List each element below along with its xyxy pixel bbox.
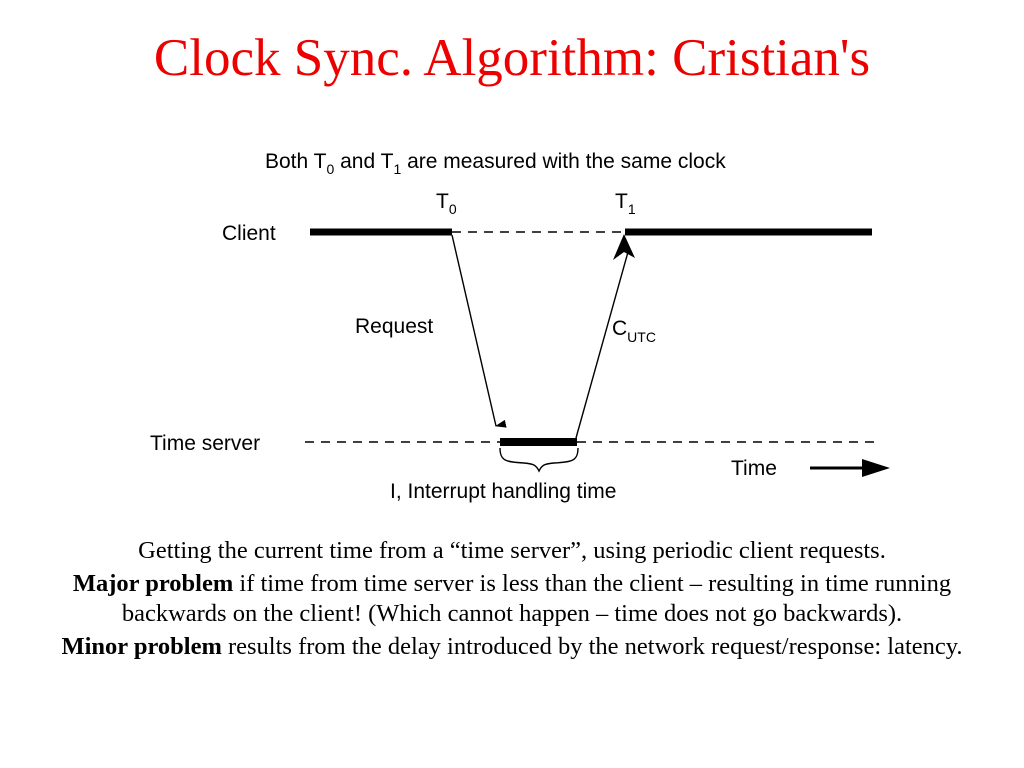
paragraph-2: Major problem if time from time server i… [28, 569, 996, 630]
client-label: Client [222, 222, 276, 245]
body-text-block: Getting the current time from a “time se… [28, 536, 996, 664]
interrupt-brace [499, 447, 579, 473]
request-label: Request [355, 315, 433, 338]
paragraph-1-text: Getting the current time from a “time se… [138, 537, 886, 564]
t1-label: T1 [615, 190, 636, 217]
time-axis-label: Time [731, 457, 777, 480]
response-arrowhead [613, 234, 635, 260]
paragraph-3: Minor problem results from the delay int… [28, 632, 996, 663]
timing-diagram: Both T0 and T1 are measured with the sam… [0, 130, 1024, 520]
caption-mid: and T [334, 150, 393, 173]
caption-tail: are measured with the same clock [401, 150, 726, 173]
paragraph-1: Getting the current time from a “time se… [28, 536, 996, 567]
request-arrow [451, 234, 507, 428]
response-label: CUTC [612, 317, 656, 345]
paragraph-3-rest: results from the delay introduced by the… [221, 632, 963, 660]
page-title: Clock Sync. Algorithm: Cristian's [153, 29, 871, 87]
caption-sub-1: 1 [393, 161, 401, 177]
paragraph-2-bold: Major problem [72, 569, 234, 597]
interrupt-label: I, Interrupt handling time [390, 480, 616, 503]
time-server-label: Time server [150, 432, 260, 455]
paragraph-3-bold: Minor problem [61, 632, 222, 660]
paragraph-2-rest: if time from time server is less than th… [121, 569, 952, 628]
t0-label: T0 [436, 190, 457, 217]
caption-sub-0: 0 [326, 161, 334, 177]
caption-lead: Both T [265, 150, 327, 173]
time-axis-arrowhead [862, 459, 890, 477]
response-arrow [575, 251, 629, 439]
diagram-caption: Both T0 and T1 are measured with the sam… [265, 150, 726, 177]
